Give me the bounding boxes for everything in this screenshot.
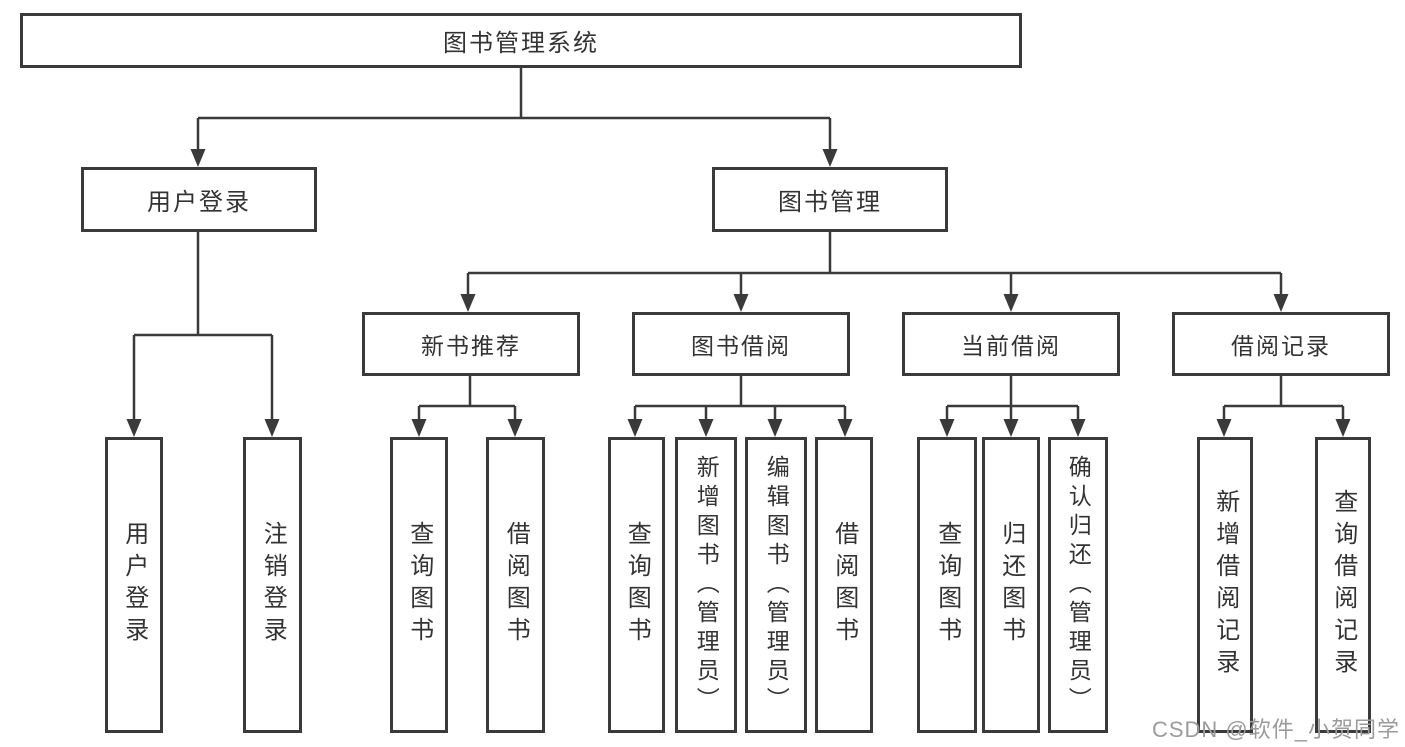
leaf-query-books-borrow: 查询图书: [608, 437, 665, 733]
node-label: 图书管理系统: [443, 30, 599, 57]
leaf-borrow-books-recommend: 借阅图书: [486, 437, 545, 733]
node-label: 查询图书: [623, 521, 651, 649]
leaf-return-books: 归还图书: [982, 437, 1040, 733]
edge-current-borrow-branch: [945, 376, 1080, 421]
node-label: 用户登录: [147, 189, 251, 216]
leaf-edit-books-admin: 编辑图书（管理员）: [745, 437, 807, 733]
node-label: 注销登录: [259, 521, 287, 649]
leaf-user-login: 用户登录: [105, 437, 163, 733]
node-current-borrowing: 当前借阅: [902, 312, 1120, 376]
node-label: 图书借阅: [691, 333, 791, 359]
edge-borrow-record-branch: [1222, 376, 1345, 421]
node-label: 确认归还（管理员）: [1065, 454, 1092, 716]
node-borrowing-records: 借阅记录: [1172, 312, 1390, 376]
leaf-query-books-current: 查询图书: [917, 437, 977, 733]
node-label: 图书管理: [778, 189, 882, 216]
node-label: 编辑图书（管理员）: [763, 454, 790, 716]
edge-book-borrow-branch: [633, 376, 847, 421]
node-book-borrowing: 图书借阅: [632, 312, 850, 376]
leaf-query-borrow-record: 查询借阅记录: [1315, 437, 1371, 733]
leaf-confirm-return-admin: 确认归还（管理员）: [1048, 437, 1108, 733]
node-label: 借阅记录: [1231, 333, 1331, 359]
node-user-login: 用户登录: [81, 167, 317, 232]
csdn-watermark: CSDN @软件_小贺同学: [1151, 717, 1400, 742]
node-label: 用户登录: [120, 521, 148, 649]
node-label: 新增借阅记录: [1211, 489, 1239, 681]
node-label: 查询图书: [933, 521, 961, 649]
node-label: 查询图书: [405, 521, 433, 649]
leaf-add-books-admin: 新增图书（管理员）: [675, 437, 737, 733]
edge-user-login-branch: [132, 232, 274, 421]
node-label: 查询借阅记录: [1329, 489, 1357, 681]
leaf-borrow-books: 借阅图书: [815, 437, 873, 733]
node-label: 归还图书: [997, 521, 1025, 649]
leaf-query-books-recommend: 查询图书: [390, 437, 448, 733]
node-new-book-recommend: 新书推荐: [362, 312, 580, 376]
node-label: 借阅图书: [502, 521, 530, 649]
edge-new-book-branch: [417, 376, 517, 421]
leaf-add-borrow-record: 新增借阅记录: [1197, 437, 1253, 733]
node-label: 新增图书（管理员）: [693, 454, 720, 716]
edge-root-to-level2: [196, 68, 832, 151]
node-library-management-system: 图书管理系统: [20, 13, 1022, 68]
edge-book-management-branch: [466, 232, 1283, 296]
leaf-logout: 注销登录: [243, 437, 302, 733]
node-book-management: 图书管理: [712, 167, 948, 232]
node-label: 借阅图书: [830, 521, 858, 649]
node-label: 新书推荐: [421, 333, 521, 359]
node-label: 当前借阅: [961, 333, 1061, 359]
